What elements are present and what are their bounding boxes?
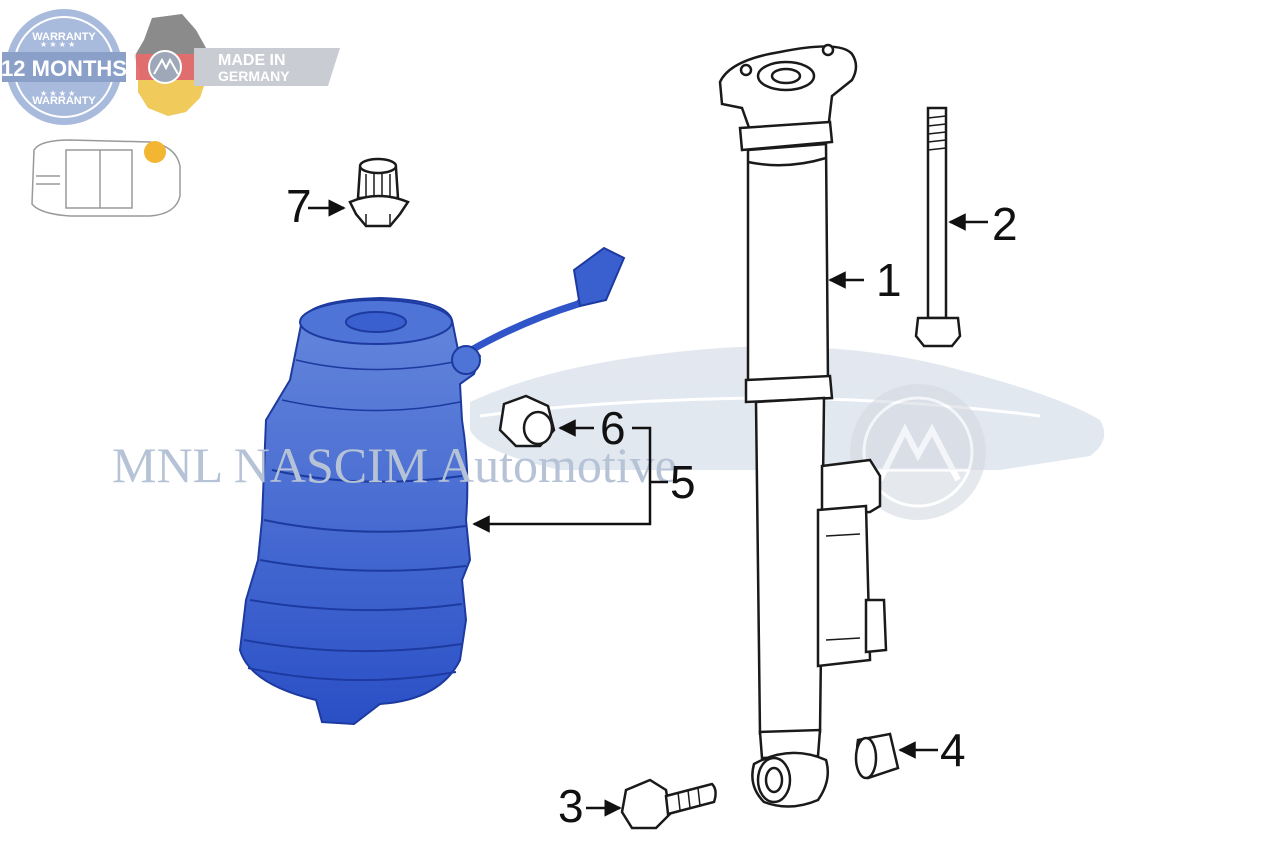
part-1-shock-absorber [718, 43, 888, 808]
callout-3: 3 [558, 780, 584, 832]
position-marker-icon [144, 141, 166, 163]
car-position-icon [31, 139, 181, 217]
warranty-bottom-text: WARRANTY [32, 95, 96, 107]
callout-4: 4 [940, 724, 966, 776]
part-7-clip [348, 157, 410, 228]
watermark-logo-icon [850, 384, 986, 520]
callout-6: 6 [600, 402, 626, 454]
made-in-germany-badge: MADE IN GERMANY [134, 14, 340, 116]
part-6-nut [498, 394, 556, 448]
warranty-badge: WARRANTY 12 MONTHS WARRANTY ★ ★ ★ ★ ★ ★ … [1, 9, 127, 125]
watermark-text: MNL NASCIM Automotive [112, 437, 677, 493]
callout-7: 7 [286, 180, 312, 232]
callout-5: 5 [670, 456, 696, 508]
star-icon: ★ ★ ★ ★ [40, 40, 75, 49]
part-3-bolt [620, 778, 717, 830]
star-icon: ★ ★ ★ ★ [40, 89, 75, 98]
leader-lines [308, 199, 988, 817]
part-2-bolt [914, 106, 962, 348]
callout-1: 1 [876, 254, 902, 306]
made-in-line2: GERMANY [218, 68, 290, 84]
warranty-top-text: WARRANTY [32, 31, 96, 43]
part-4-nut [854, 732, 900, 780]
part-5-air-spring [238, 246, 626, 726]
warranty-main-text: 12 MONTHS [1, 56, 127, 81]
made-in-line1: MADE IN [218, 52, 286, 69]
callout-2: 2 [992, 198, 1018, 250]
